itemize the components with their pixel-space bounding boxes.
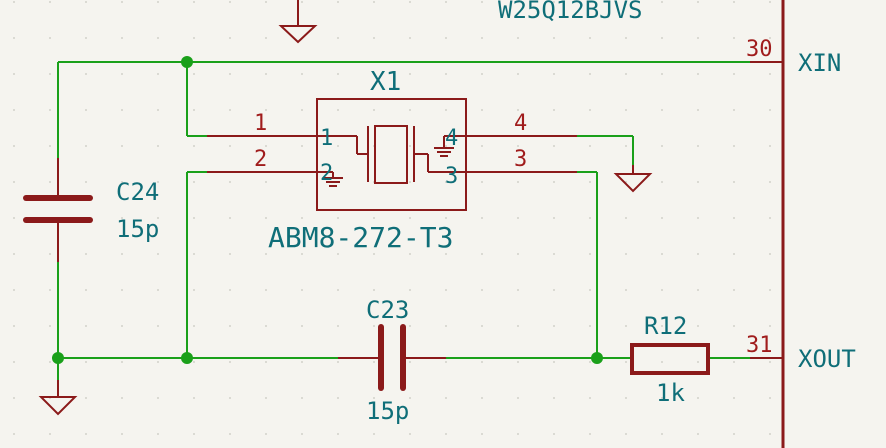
crystal-body-pin-4: 4 <box>445 126 458 151</box>
resistor-r12[interactable] <box>630 343 710 375</box>
ic-pin-30-number: 30 <box>746 37 773 62</box>
crystal-ref: X1 <box>370 67 401 97</box>
ground-icon <box>38 380 78 416</box>
ic-pin-31-number: 31 <box>746 333 773 358</box>
crystal-ext-pin-2: 2 <box>254 147 267 172</box>
resistor-r12-value: 1k <box>656 379 685 407</box>
ground-icon <box>613 165 653 193</box>
crystal-value: ABM8-272-T3 <box>268 221 453 254</box>
capacitor-c23-value: 15p <box>366 397 409 425</box>
crystal-ext-pin-4: 4 <box>514 111 527 136</box>
capacitor-c24-ref: C24 <box>116 178 159 206</box>
junction-dot-icon <box>181 56 193 68</box>
ic-pin-31-name: XOUT <box>798 345 856 373</box>
junction-dot-icon <box>52 352 64 364</box>
crystal-body-pin-1: 1 <box>320 126 333 151</box>
capacitor-c24[interactable] <box>23 158 93 262</box>
ic-label: W25Q12BJVS <box>498 0 643 24</box>
ic-body[interactable] <box>781 0 886 448</box>
junction-dot-icon <box>181 352 193 364</box>
junction-dot-icon <box>591 352 603 364</box>
capacitor-c23[interactable] <box>338 324 446 391</box>
ground-icon <box>278 0 318 44</box>
crystal-ext-pin-1: 1 <box>254 111 267 136</box>
grid-dots <box>13 1 771 435</box>
crystal-body-pin-3: 3 <box>445 164 458 189</box>
crystal-ext-pin-3: 3 <box>514 147 527 172</box>
crystal-x1[interactable] <box>207 98 577 211</box>
resistor-r12-ref: R12 <box>644 312 687 340</box>
ic-pin-30-name: XIN <box>798 49 841 77</box>
capacitor-c23-ref: C23 <box>366 296 409 324</box>
crystal-body-pin-2: 2 <box>320 161 333 186</box>
capacitor-c24-value: 15p <box>116 215 159 243</box>
